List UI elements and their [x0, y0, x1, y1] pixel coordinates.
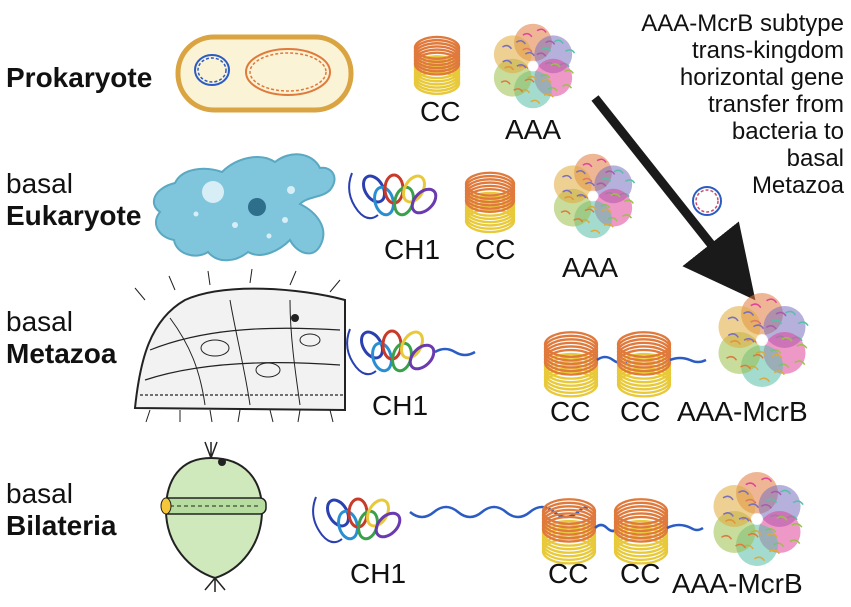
note-line: trans-kingdom	[691, 37, 844, 64]
row-label-prokaryote: Prokaryote	[6, 62, 153, 93]
cc1-label-metazoa: CC	[550, 396, 591, 427]
aaa-label-eukaryote: AAA	[562, 252, 619, 283]
cc-label-eukaryote: CC	[475, 234, 516, 265]
note-line: AAA-McrB subtype	[641, 10, 844, 37]
bilaterian-larva-icon	[160, 441, 267, 592]
note-line: transfer from	[707, 91, 844, 118]
ch1-domain	[312, 496, 402, 544]
aaa-label-bilateria: AAA-McrB	[672, 568, 803, 599]
ch1-label-metazoa: CH1	[372, 390, 429, 421]
linker	[409, 505, 589, 519]
ch1-label-eukaryote: CH1	[384, 234, 441, 265]
cc-domain	[616, 331, 672, 398]
note-line: basal	[786, 145, 844, 172]
hgt-annotation: AAA-McrB subtype trans-kingdom horizonta…	[582, 10, 844, 199]
row-label-eukaryote: Eukaryote	[6, 200, 142, 231]
note-line: Metazoa	[751, 172, 844, 199]
aaa-domain	[493, 23, 576, 109]
plasmid-icon	[692, 186, 722, 216]
aaa-label-prokaryote: AAA	[505, 114, 562, 145]
hgt-arrow	[591, 95, 756, 301]
cc-domain	[613, 498, 669, 565]
prokaryote-cell-icon	[175, 34, 354, 113]
amoeba-icon	[152, 153, 336, 262]
linker	[434, 347, 476, 357]
row-prefix-bilateria: basal	[6, 478, 73, 509]
aaa-mcrb-domain	[713, 472, 804, 566]
ch1-domain	[346, 328, 436, 376]
cc-label-prokaryote: CC	[420, 96, 461, 127]
cc2-label-metazoa: CC	[620, 396, 661, 427]
sponge-icon	[133, 268, 346, 423]
row-prefix-eukaryote: basal	[6, 168, 73, 199]
row-label-metazoa: Metazoa	[6, 338, 117, 369]
note-line: bacteria to	[731, 118, 844, 145]
row-prefix-metazoa: basal	[6, 306, 73, 337]
aaa-domain	[553, 153, 636, 239]
row-label-bilateria: Bilateria	[6, 510, 117, 541]
aaa-mcrb-domain	[718, 293, 809, 387]
linker	[669, 356, 707, 364]
cc2-label-bilateria: CC	[620, 558, 661, 589]
ch1-domain	[348, 172, 438, 220]
note-line: horizontal gene	[679, 64, 844, 91]
cc-domain	[541, 498, 597, 565]
cc1-label-bilateria: CC	[548, 558, 589, 589]
ch1-label-bilateria: CH1	[350, 558, 407, 589]
cc-domain	[464, 171, 516, 234]
cc-domain	[543, 331, 599, 398]
aaa-label-metazoa: AAA-McrB	[677, 396, 808, 427]
cc-domain	[413, 35, 461, 96]
linker	[666, 523, 704, 532]
